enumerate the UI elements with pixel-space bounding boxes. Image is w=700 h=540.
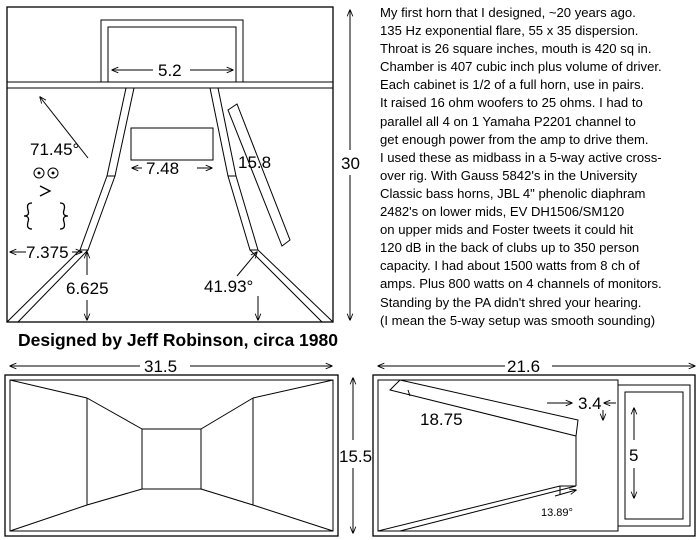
design-notes-line: 2482's on lower mids, EV DH1506/SM120: [380, 204, 625, 220]
dim-bottom-gap: 6.625: [66, 279, 109, 298]
top-view-outer-frame: [6, 6, 334, 323]
dim-panel-length: 18.75: [420, 410, 463, 429]
left-horn-wall: [79, 175, 116, 251]
design-notes-line: capacity. I had about 1500 watts from 8 …: [380, 258, 640, 274]
design-notes-line: Throat is 26 square inches, mouth is 420…: [380, 41, 652, 57]
design-caption: Designed by Jeff Robinson, circa 1980: [18, 330, 338, 350]
inner-chamber-box: [130, 127, 214, 161]
design-notes-line: Classic bass horns, JBL 4" phenolic diap…: [380, 185, 646, 201]
design-notes-line: (I mean the 5-way setup was smooth sound…: [380, 312, 656, 328]
design-notes-line: It raised 16 ohm woofers to 25 ohms. I h…: [380, 95, 643, 111]
dim-front-height: 15.5: [339, 447, 372, 466]
side-view-top-panel: [389, 379, 579, 437]
dim-front-width: 31.5: [144, 357, 177, 376]
design-notes-line: Chamber is 407 cubic inch plus volume of…: [380, 59, 662, 75]
dim-wall-length: 15.8: [238, 153, 271, 172]
dim-wall-angle: 71.45°: [30, 140, 79, 159]
design-notes-line: on upper mids and Foster tweets it could…: [380, 222, 634, 238]
front-view: 31.5 15.5: [4, 357, 372, 537]
dim-side-depth: 21.6: [507, 357, 540, 376]
dim-throat-offset: 3.4: [578, 394, 602, 413]
design-notes-line: over rig. With Gauss 5842's in the Unive…: [380, 167, 638, 183]
right-tilted-panel: [227, 103, 291, 247]
top-view: 5.2 71.45° 7.48 15.8 30 7.375: [6, 6, 360, 323]
front-view-throat: [141, 428, 202, 490]
design-notes-text: My first horn that I designed, ~20 years…: [380, 4, 698, 330]
design-notes-line: My first horn that I designed, ~20 years…: [380, 5, 636, 20]
doodle-face: [23, 167, 69, 230]
dim-height: 30: [341, 154, 360, 173]
side-view: 21.6 18.75 3.4 5 13.89°: [372, 357, 696, 537]
dim-throat-width: 5.2: [158, 61, 182, 80]
side-view-driver-chamber: [617, 384, 691, 527]
design-notes-line: Standing by the PA didn't shred your hea…: [380, 294, 642, 310]
front-view-outer-frame: [4, 374, 339, 537]
design-notes-line: get enough power from the amp to drive t…: [380, 131, 649, 147]
side-view-outer-frame: [372, 374, 696, 537]
top-view-chamber-box: [100, 19, 244, 82]
dim-side-offset: 7.375: [26, 243, 69, 262]
design-notes-line: 135 Hz exponential flare, 55 x 35 disper…: [380, 23, 639, 39]
design-notes-line: Each cabinet is 1/2 of a full horn, use …: [380, 77, 645, 93]
dim-bottom-angle: 13.89°: [541, 507, 573, 519]
dim-mouth-angle: 41.93°: [204, 277, 253, 296]
design-notes-line: I used these as midbass in a 5-way activ…: [380, 149, 662, 165]
dim-throat-height: 5: [629, 446, 638, 465]
dim-chamber-width: 7.48: [146, 159, 179, 178]
design-notes-line: parallel all 4 on 1 Yamaha P2201 channel…: [380, 113, 636, 129]
right-horn-wall: [227, 175, 259, 251]
design-notes-line: amps. Plus 800 watts on 4 channels of mo…: [380, 276, 662, 292]
design-notes-line: 120 dB in the back of clubs up to 350 pe…: [380, 240, 640, 256]
